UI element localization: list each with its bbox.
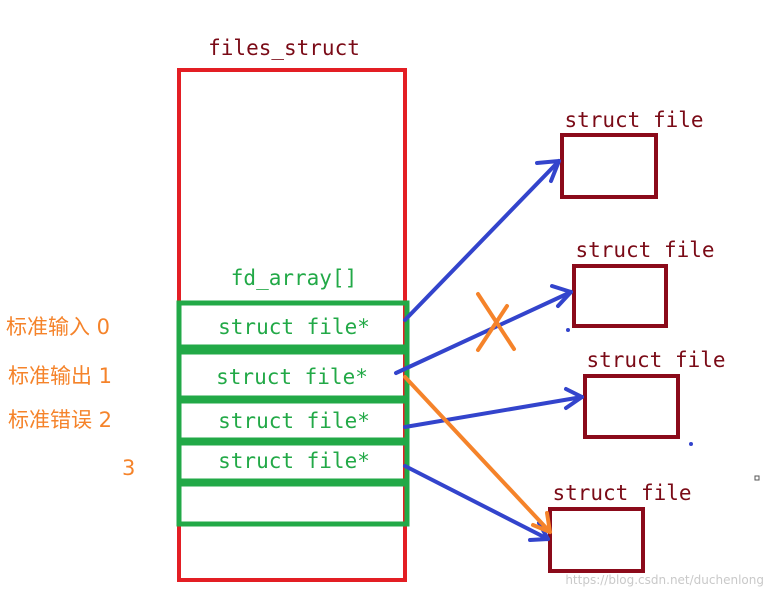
fd-slot-0 bbox=[176, 300, 410, 350]
fd-label-3: 3 bbox=[122, 456, 135, 480]
fd-label-1: 标准输出 1 bbox=[8, 364, 112, 388]
small-square-mark bbox=[754, 475, 760, 481]
struct-file-box-1 bbox=[572, 264, 668, 328]
files-struct-title: files_struct bbox=[208, 36, 360, 60]
fd-slot-3 bbox=[176, 440, 410, 484]
watermark: https://blog.csdn.net/duchenlong bbox=[565, 573, 764, 587]
fd-slot-4 bbox=[176, 481, 410, 527]
arrow-fd3-to-file3 bbox=[403, 464, 550, 542]
arrow-fd1-to-file3 bbox=[403, 375, 552, 534]
struct-file-label-1: struct file bbox=[575, 238, 714, 262]
slot-label-1: struct file* bbox=[216, 365, 368, 389]
struct-file-box-3 bbox=[548, 507, 645, 573]
slot-label-3: struct file* bbox=[218, 449, 370, 473]
cross-mark-icon bbox=[476, 292, 516, 352]
struct-file-box-0 bbox=[560, 133, 658, 199]
slot-label-0: struct file* bbox=[218, 315, 370, 339]
fd-slot-1 bbox=[176, 349, 410, 401]
fd-label-0: 标准输入 0 bbox=[6, 315, 110, 339]
dot-mark bbox=[566, 328, 570, 332]
fd-label-2: 标准错误 2 bbox=[8, 408, 112, 432]
fd-slot-2 bbox=[176, 398, 410, 443]
arrow-fd2-to-file2 bbox=[403, 387, 584, 429]
struct-file-label-2: struct file bbox=[586, 348, 725, 372]
struct-file-label-0: struct file bbox=[564, 108, 703, 132]
arrow-fd1-to-file1 bbox=[394, 284, 573, 375]
slot-label-2: struct file* bbox=[218, 409, 370, 433]
struct-file-box-2 bbox=[583, 374, 680, 439]
dot-mark bbox=[689, 442, 693, 446]
struct-file-label-3: struct file bbox=[552, 481, 691, 505]
arrow-fd0-to-file0 bbox=[403, 159, 561, 322]
fd-array-label: fd_array[] bbox=[231, 266, 357, 290]
